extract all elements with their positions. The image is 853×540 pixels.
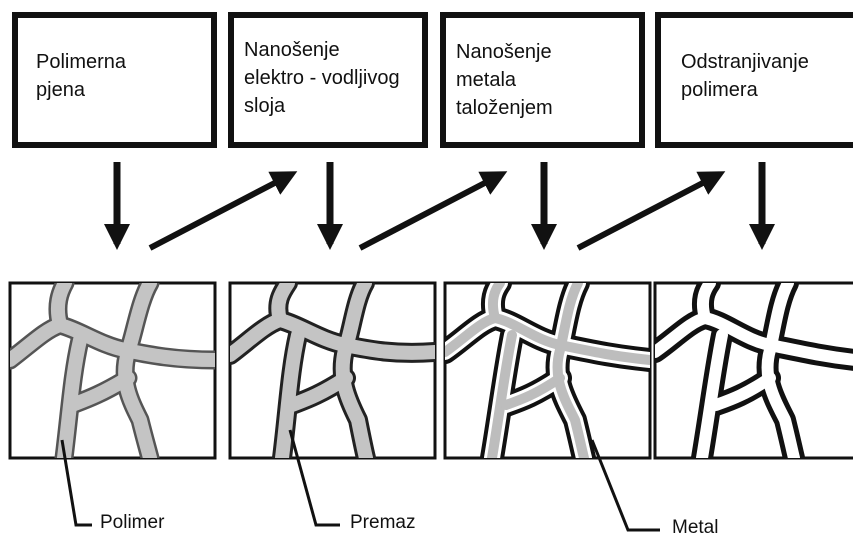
step-label-metal-deposition: Nanošenje metala taloženjem	[456, 41, 553, 119]
callout-polymer: Polimer	[100, 512, 165, 533]
diagonal-arrow-2	[358, 171, 508, 251]
step-label-conductive-layer: Nanošenje elektro - vodljivog sloja	[244, 39, 400, 117]
step-label-polymer-removal: Odstranjivanje polimera	[681, 51, 809, 101]
panel-hollow-metal	[653, 281, 853, 460]
step-label-polymer-foam: Polimerna pjena	[36, 51, 127, 101]
diagonal-arrow-1	[148, 171, 298, 251]
step-box-polymer-removal: Odstranjivanje polimera	[655, 12, 853, 148]
panel-metal	[443, 281, 652, 460]
leader-polymer	[60, 439, 92, 527]
panel-polymer	[8, 281, 217, 460]
panel-coating	[228, 281, 437, 460]
callout-coating: Premaz	[350, 512, 416, 533]
leader-coating	[288, 429, 340, 527]
leader-metal	[590, 439, 660, 532]
diagonal-arrows	[148, 171, 726, 251]
down-arrows	[104, 162, 775, 250]
step-box-polymer-foam: Polimerna pjena	[12, 12, 217, 148]
callout-metal: Metal	[672, 517, 719, 538]
diagonal-arrow-3	[576, 171, 726, 251]
leader-lines	[60, 429, 660, 532]
step-box-conductive-layer: Nanošenje elektro - vodljivog sloja	[228, 12, 428, 148]
step-box-metal-deposition: Nanošenje metala taloženjem	[440, 12, 645, 148]
